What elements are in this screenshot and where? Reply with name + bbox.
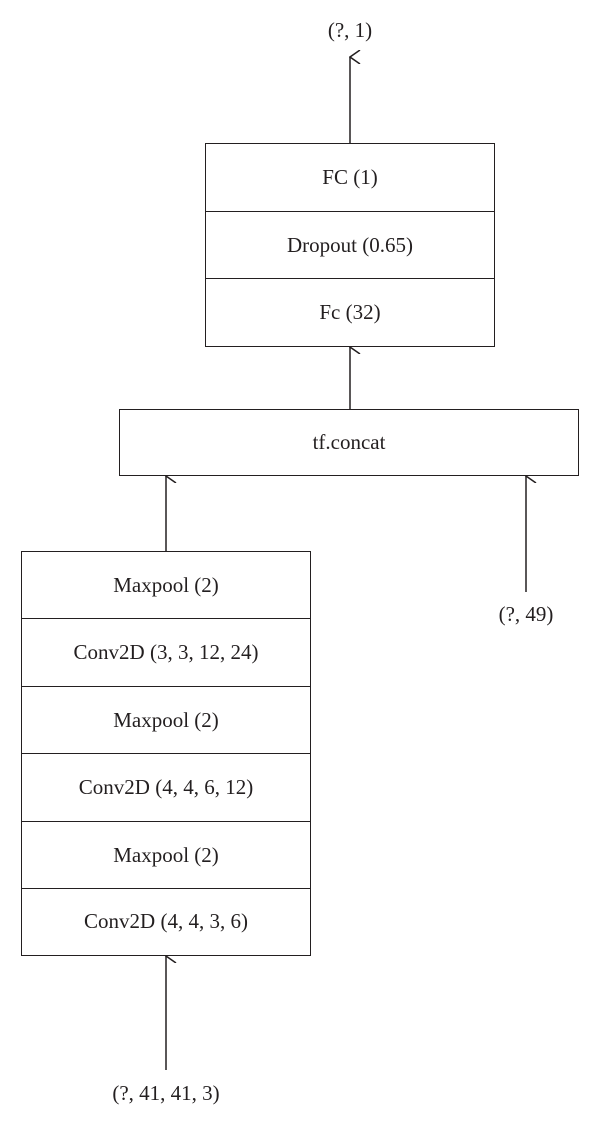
dropout-layer: Dropout (0.65) — [206, 212, 494, 279]
maxpool-layer-1: Maxpool (2) — [22, 822, 310, 889]
head-block: FC (1) Dropout (0.65) Fc (32) — [205, 143, 495, 347]
conv2d-layer-1: Conv2D (4, 4, 3, 6) — [84, 909, 248, 933]
conv-block: Maxpool (2) Conv2D (3, 3, 12, 24) Maxpoo… — [21, 551, 311, 956]
conv2d-layer-2: Conv2D (4, 4, 6, 12) — [22, 754, 310, 822]
output-shape-label: (?, 1) — [327, 18, 373, 42]
maxpool-layer-2: Maxpool (2) — [22, 687, 310, 754]
side-input-shape-label: (?, 49) — [498, 602, 554, 626]
conv2d-layer-3: Conv2D (3, 3, 12, 24) — [22, 619, 310, 687]
fc-32-layer: Fc (32) — [319, 299, 381, 324]
concat-block: tf.concat — [119, 409, 579, 476]
fc-1-layer: FC (1) — [206, 144, 494, 212]
image-input-shape-label: (?, 41, 41, 3) — [112, 1081, 220, 1105]
maxpool-layer-3: Maxpool (2) — [22, 552, 310, 619]
